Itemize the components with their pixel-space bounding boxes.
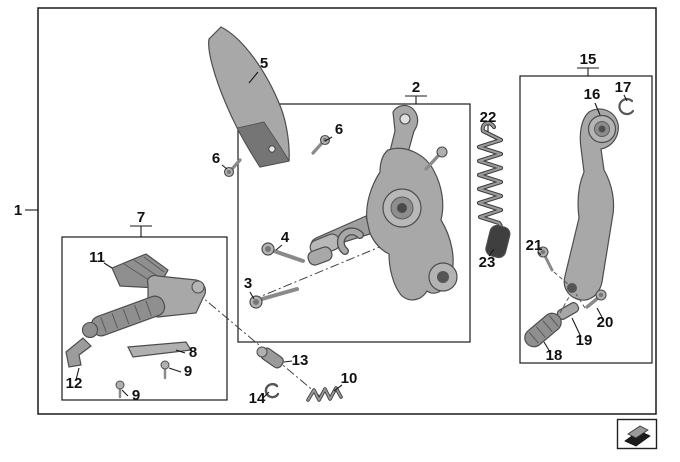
callout-4: 4 <box>281 229 290 246</box>
callout-23: 23 <box>479 254 496 271</box>
callout-labels: 1 2 3 4 5 6 6 7 8 9 9 10 11 12 13 14 15 … <box>14 51 632 407</box>
part-6-bolt-left <box>223 158 242 178</box>
part-14-circlip <box>264 383 280 399</box>
callout-21: 21 <box>526 237 543 254</box>
callout-6b: 6 <box>212 150 220 167</box>
callout-7: 7 <box>137 209 145 226</box>
heel-guard-hole <box>268 145 276 153</box>
callout-14: 14 <box>249 390 266 407</box>
part-23-rubber-sleeve <box>485 224 511 259</box>
callout-11: 11 <box>89 249 105 266</box>
part-6-bolt-right <box>311 134 331 155</box>
clamp-shells <box>307 227 364 266</box>
bracket-top-bolt <box>424 146 448 171</box>
assembly-box-2 <box>237 103 471 343</box>
callout-5: 5 <box>260 55 268 72</box>
callout-19: 19 <box>576 332 593 349</box>
callout-12: 12 <box>66 375 83 392</box>
stamp-icon <box>624 425 651 447</box>
part-20-bolt <box>585 289 607 309</box>
callout-9b: 9 <box>132 387 140 404</box>
callout-18: 18 <box>546 347 563 364</box>
part-22-spring <box>476 121 504 236</box>
callout-8: 8 <box>189 344 197 361</box>
callout-17: 17 <box>615 79 632 96</box>
part-13-pivot-pin <box>256 346 284 369</box>
callout-15: 15 <box>580 51 597 68</box>
callout-10: 10 <box>341 370 358 387</box>
part-7-footpeg <box>81 295 166 339</box>
callout-2: 2 <box>412 79 420 96</box>
part-8-plate <box>127 341 193 358</box>
part-3-bolt <box>249 287 299 309</box>
part-17-circlip <box>618 98 635 116</box>
part-15-shift-lever <box>563 108 619 301</box>
callout-22: 22 <box>480 109 497 126</box>
callout-13: 13 <box>292 352 309 369</box>
part-12-bracket <box>65 337 92 368</box>
part-9-screw-lower <box>115 380 125 399</box>
callout-6a: 6 <box>335 121 343 138</box>
part-2-footrest-bracket <box>309 104 458 301</box>
part-16-bushing <box>587 114 617 144</box>
stamp-box <box>616 418 658 450</box>
callout-20: 20 <box>597 314 614 331</box>
part-18-pedal-rubber <box>524 312 562 348</box>
lever-assembly-dashed-lines <box>553 271 586 314</box>
heel-guard-edge <box>236 121 290 168</box>
callout-3: 3 <box>244 275 252 292</box>
assembly-box-15 <box>519 75 653 364</box>
leader-lines <box>25 67 628 399</box>
part-10-spring <box>306 386 343 402</box>
diagram-frame <box>37 7 657 415</box>
callout-9a: 9 <box>184 363 192 380</box>
part-9-screw-upper <box>160 360 170 380</box>
callout-16: 16 <box>584 86 601 103</box>
part-4-bolt <box>261 242 305 263</box>
callout-1: 1 <box>14 202 22 219</box>
part-5-heel-guard <box>208 26 290 168</box>
